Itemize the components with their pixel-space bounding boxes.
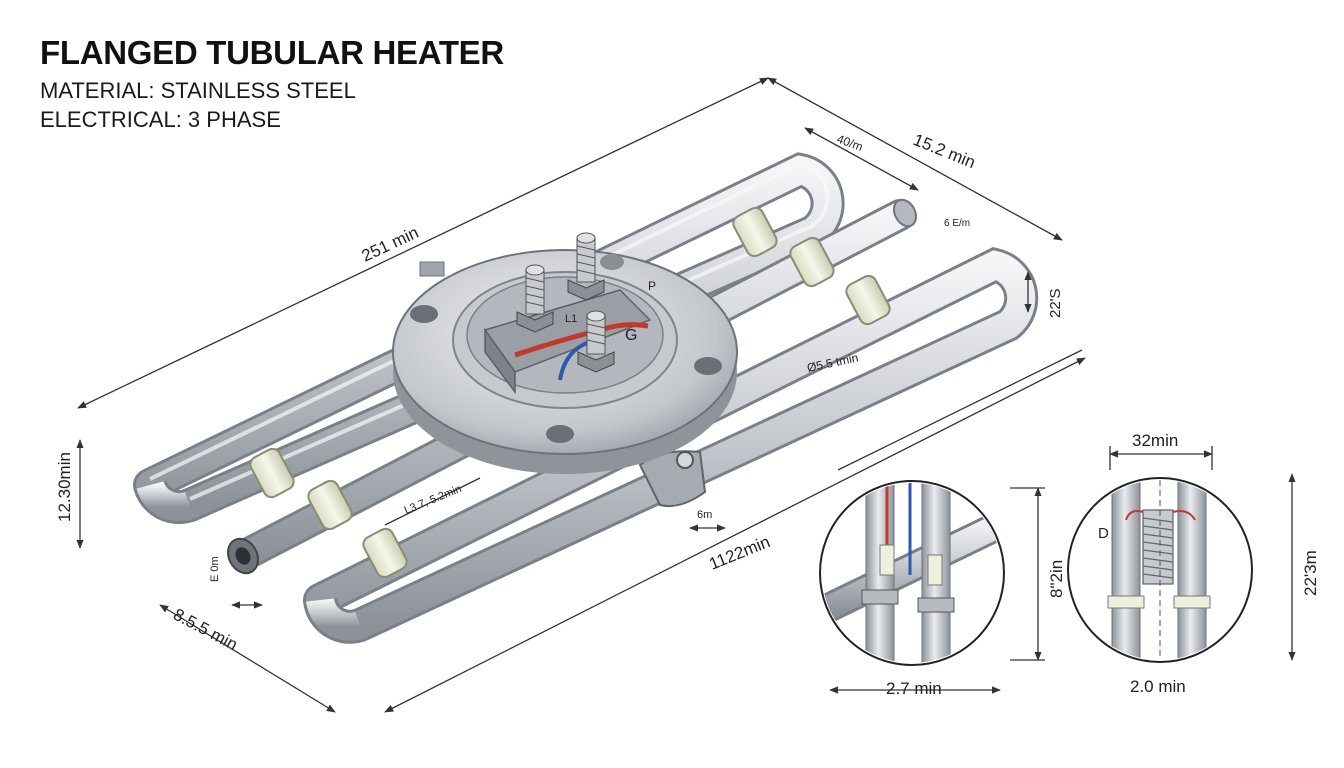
detail-left-width: 2.7 min [886,679,942,698]
detail-left-height: 8"2in [1047,560,1066,598]
dim-left-height: 12.30min [55,452,74,522]
dim-end-small: E 0m [209,556,221,582]
dimension-lines [76,77,1086,713]
dim-clamp: 6m [697,509,712,521]
dim-inner-spacing: L3.7, 5.2min [403,483,464,517]
detail-right-height: 22'3m [1301,550,1320,596]
dim-side-height: 22'S [1047,288,1064,318]
dim-bottom-left: 8.5.5 min [170,605,241,655]
detail-right-marker: D [1098,525,1109,542]
detail-right-top: 32min [1132,431,1178,450]
dim-top-width: 15.2 min [911,130,979,172]
terminal-label-p: P [648,279,656,293]
detail-view-wiring: 8"2in 2.7 min [819,480,1066,698]
dim-top-offset: 40/m [835,132,865,154]
terminal-label-l1: L1 [565,313,577,325]
terminal-label-ground: G [625,327,637,344]
bolt-hole [694,357,722,375]
bolt-hole [410,305,438,323]
dim-end-dia: 6 E/m [944,218,970,229]
diagram-title: FLANGED TUBULAR HEATER [40,34,504,71]
detail-view-sensor: 32min 22'3m D 2.0 min [1067,431,1320,696]
dim-bottom-length: 1122min [706,532,772,574]
detail-right-width: 2.0 min [1130,677,1186,696]
bolt-hole [546,425,574,443]
